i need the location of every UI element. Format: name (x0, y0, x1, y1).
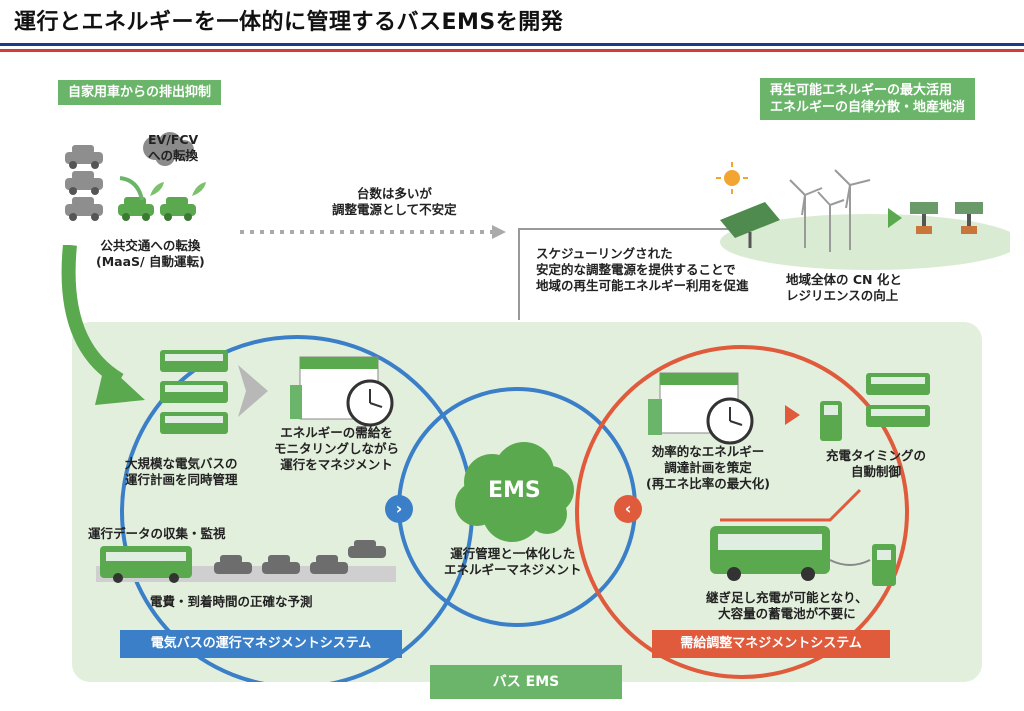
charger-icon (820, 401, 842, 441)
exhaust-cloud-icon (143, 132, 194, 166)
large-scale-line1: 大規模な電気バスの (125, 456, 238, 471)
tag-renewable-line2: エネルギーの自律分散・地産地消 (770, 100, 966, 115)
tag-private-car-emission: 自家用車からの排出抑制 (58, 80, 222, 105)
solar-panel-icon (720, 202, 780, 248)
right-calendar-icon (648, 372, 739, 435)
charging-station-icon (872, 544, 896, 586)
schedule-line2: 安定的な調整電源を提供することで (536, 262, 736, 277)
clock-icon (346, 379, 394, 427)
charge-timing-line2: 自動制御 (851, 464, 902, 479)
ev-fcv-text: EV/FCV への転換 (148, 132, 198, 164)
title-rule-blue (0, 43, 1024, 46)
gray-car-icons (65, 145, 103, 221)
charge-timing-line1: 充電タイミングの (826, 448, 927, 463)
road-illustration (96, 540, 396, 583)
chevron-right-icon: › (385, 495, 413, 523)
monitor-line2: モニタリングしながら (274, 441, 400, 456)
center-line1: 運行管理と一体化した (450, 546, 576, 561)
curved-arrow-icon (61, 245, 145, 405)
schedule-line1: スケジューリングされた (536, 246, 673, 261)
ems-label: EMS (488, 478, 541, 503)
public-transport-text: 公共交通への転換 (MaaS/ 自動運転) (96, 238, 205, 270)
large-scale-line2: 運行計画を同時管理 (125, 472, 238, 487)
efficient-plan-line3: (再エネ比率の最大化) (646, 476, 770, 491)
title-rule-red (0, 49, 1024, 52)
schedule-text: スケジューリングされた 安定的な調整電源を提供することで 地域の再生可能エネルギ… (536, 246, 749, 294)
wind-turbine-icons (789, 169, 871, 252)
bus-ems-tag: バス EMS (430, 665, 622, 699)
ems-cloud-icon (455, 442, 574, 542)
right-clock-icon (706, 397, 754, 445)
bus-fleet-illustration (160, 350, 394, 434)
red-arrow-icon (785, 405, 800, 425)
monitor-line1: エネルギーの需給を (280, 425, 393, 440)
road-car-icons (214, 540, 386, 574)
many-vehicles-line1: 台数は多いが (356, 186, 432, 201)
many-vehicles-line2: 調整電源として不安定 (332, 202, 457, 217)
sun-icon (716, 162, 748, 194)
charging-bus-illustration (710, 488, 896, 586)
page-title: 運行とエネルギーを一体的に管理するバスEMSを開発 (14, 10, 564, 35)
data-collection-text: 運行データの収集・監視 (88, 526, 226, 541)
renewable-scene (716, 162, 1010, 270)
green-car-icons (118, 182, 206, 221)
cn-line1: 地域全体の CN 化と (786, 272, 902, 287)
tag-renewable: 再生可能エネルギーの最大活用 エネルギーの自律分散・地産地消 (760, 78, 976, 120)
dotted-chevrons-icon (238, 365, 268, 417)
charge-cable-icon (829, 559, 871, 566)
schedule-line3: 地域の再生可能エネルギー利用を促進 (536, 278, 749, 293)
solar-house-icons (910, 202, 983, 234)
cn-resilience-text: 地域全体の CN 化と レジリエンスの向上 (786, 272, 902, 304)
cn-line2: レジリエンスの向上 (786, 288, 899, 303)
arrow-head-icon (492, 225, 506, 239)
center-line2: エネルギーマネジメント (444, 562, 582, 577)
dotted-arrow (240, 225, 506, 239)
charge-timing-text: 充電タイミングの 自動制御 (826, 448, 926, 480)
efficient-plan-line2: 調達計画を策定 (664, 460, 752, 475)
road-bus-icon (100, 546, 192, 583)
transition-arrow-icon (119, 176, 144, 201)
monitor-line3: 運行をマネジメント (280, 457, 393, 472)
add-charge-line2: 大容量の蓄電池が不要に (718, 606, 856, 621)
prediction-text: 電費・到着時間の正確な予測 (150, 594, 313, 609)
large-bus-icon (710, 526, 830, 581)
add-charge-text: 継ぎ足し充電が可能となり、 大容量の蓄電池が不要に (706, 590, 868, 622)
ev-fcv-line2: への転換 (148, 148, 199, 163)
public-transport-line1: 公共交通への転換 (100, 238, 201, 253)
many-vehicles-text: 台数は多いが 調整電源として不安定 (332, 186, 457, 218)
right-system-label: 需給調整マネジメントシステム (652, 630, 890, 658)
callout-line (720, 488, 862, 522)
left-system-label: 電気バスの運行マネジメントシステム (120, 630, 402, 658)
cars-illustration (65, 132, 206, 221)
efficient-plan-line1: 効率的なエネルギー (651, 444, 765, 459)
chevron-left-icon: ‹ (614, 495, 642, 523)
tag-renewable-line1: 再生可能エネルギーの最大活用 (770, 83, 953, 98)
arrow-right-icon (888, 208, 902, 228)
add-charge-line1: 継ぎ足し充電が可能となり、 (706, 590, 868, 605)
ev-fcv-line1: EV/FCV (148, 132, 199, 147)
hill-shape (720, 214, 1010, 270)
large-scale-text: 大規模な電気バスの 運行計画を同時管理 (125, 456, 238, 488)
right-system-circle (575, 345, 909, 679)
right-top-illustration (648, 372, 930, 445)
public-transport-line2: (MaaS/ 自動運転) (96, 254, 205, 269)
center-text: 運行管理と一体化した エネルギーマネジメント (444, 546, 582, 578)
connector-line (518, 228, 755, 320)
monitor-text: エネルギーの需給を モニタリングしながら 運行をマネジメント (274, 425, 399, 473)
efficient-plan-text: 効率的なエネルギー 調達計画を策定 (再エネ比率の最大化) (646, 444, 770, 492)
